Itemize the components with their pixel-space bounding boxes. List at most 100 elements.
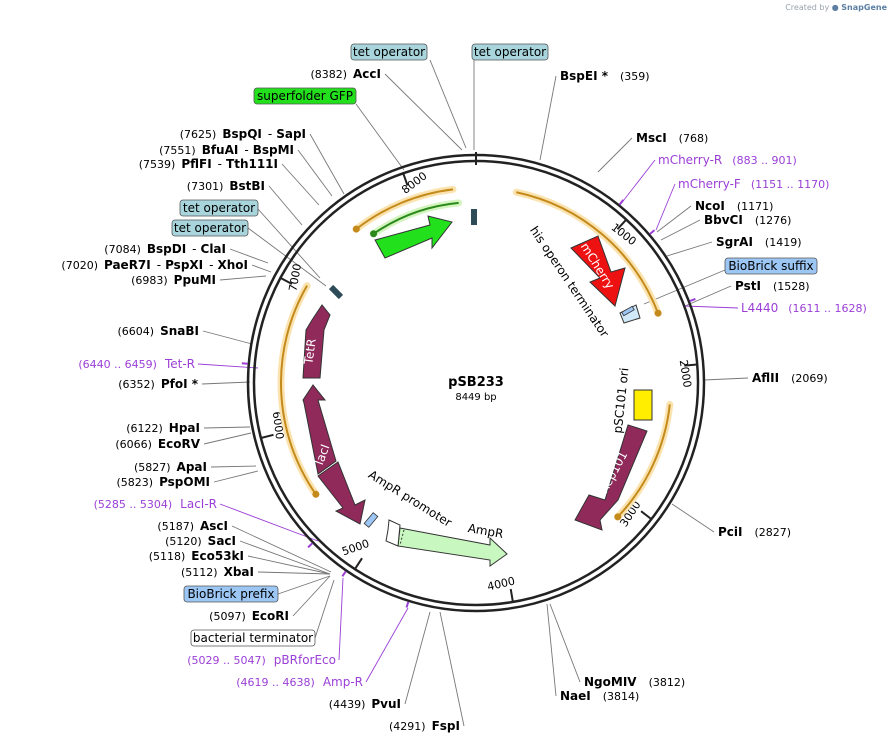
tetr-feature (302, 304, 331, 379)
primer-label-tet-r: (6440 .. 6459)Tet-R (78, 357, 195, 371)
site-label-ncoi: NcoI(1171) (695, 199, 773, 213)
tetr-label: TetR (301, 338, 319, 366)
leader-line-tet-op-4 (257, 208, 321, 279)
feature-box-tet-op-1: tet operator (350, 43, 428, 61)
site-label-pcii: PciI(2827) (718, 525, 791, 539)
tick-mark (402, 172, 409, 186)
leader-line-bstbi (268, 185, 303, 226)
amp-r-mark (405, 601, 410, 608)
feature-box-biobrick-suffix: BioBrick suffix (724, 257, 818, 275)
leader-line-tth (281, 163, 320, 206)
leader-line-eco53ki (247, 555, 331, 575)
feature-box-bact-term: bacterial terminator (190, 629, 316, 647)
site-label-bspei: BspEI *(359) (560, 69, 650, 83)
site-label-asci: (5187)AscI (157, 519, 228, 533)
rep101-feature (574, 424, 648, 531)
laci-tetr-orf-arrow (277, 282, 320, 498)
leader-line-sgrai (666, 241, 713, 257)
leader-line-aflii (703, 377, 749, 381)
features (241, 199, 696, 608)
site-label-xhoi: (7020)PaeR7I-PspXI-XhoI (61, 258, 248, 272)
tet-operator-block-top (471, 209, 477, 225)
ampr-feature (397, 527, 508, 567)
site-label-ngomiv: NgoMIV(3812) (584, 675, 685, 689)
tick-label: 7000 (286, 263, 304, 293)
leader-line-fspi (439, 611, 465, 727)
feature-box-biobrick-prefix: BioBrick prefix (183, 585, 279, 603)
leader-line-apai (210, 465, 257, 468)
site-label-naei: NaeI(3814) (560, 689, 639, 703)
tick-mark (509, 588, 514, 603)
leader-line-mcherry-r (619, 159, 656, 206)
site-label-eco53ki: (5118)Eco53kI (149, 549, 244, 563)
site-label-fspi: (4291)FspI (389, 719, 460, 733)
laci-label: lacI (312, 442, 332, 466)
l4440-mark (689, 297, 696, 302)
ampr-promoter-label: AmpR promoter (366, 467, 454, 529)
svg-text:tet operator: tet operator (174, 221, 246, 235)
tick-mark (354, 557, 363, 570)
site-label-saci: (5120)SacI (165, 534, 236, 548)
site-label-acci: (8382)AccI (310, 67, 381, 81)
ampr-signal-divider (399, 529, 405, 546)
ampr-label: AmpR (467, 521, 505, 541)
leader-line-hpai (203, 426, 251, 429)
svg-text:superfolder GFP: superfolder GFP (257, 89, 353, 103)
leader-line-xhoi (251, 264, 272, 273)
leader-line-l4440 (683, 305, 739, 309)
leader-line-sapi (309, 133, 345, 195)
psc101-ori-feature (633, 389, 653, 421)
leader-line-acci (384, 73, 463, 151)
primer-label-pbrforeco: (5029 .. 5047)pBRforEco (187, 653, 336, 667)
mcherry-r-mark (618, 199, 625, 206)
site-label-snabi: (6604)SnaBI (118, 324, 199, 338)
leader-line-msci (597, 137, 633, 173)
site-label-xbai: (5112)XbaI (181, 565, 254, 579)
snapgene-logo-icon: ● (831, 3, 839, 12)
mcherry-orf-arrow (512, 188, 662, 317)
leader-line-bspei (539, 75, 557, 161)
primer-label-l4440: L4440(1611 .. 1628) (741, 301, 867, 315)
svg-text:bacterial terminator: bacterial terminator (193, 631, 313, 645)
mcherry-f-mark (649, 229, 656, 235)
site-label-clai: (7084)BspDI-ClaI (104, 242, 226, 256)
primer-label-amp-r: (4619 .. 4638)Amp-R (236, 675, 363, 689)
leader-line-amp-r (365, 607, 409, 683)
site-label-pfoi: (6352)PfoI * (118, 377, 198, 391)
site-label-pvui: (4439)PvuI (329, 697, 401, 711)
tick-mark (616, 218, 628, 230)
leader-line-pfoi (201, 381, 251, 385)
gfp-feature (374, 215, 453, 259)
svg-text:tet operator: tet operator (474, 45, 546, 59)
site-label-ecorv: (6066)EcoRV (115, 437, 200, 451)
leader-line-psti (684, 285, 732, 307)
site-label-ecori: (5097)EcoRI (209, 609, 289, 623)
plasmid-name: pSB233 (448, 375, 504, 390)
leader-line-bbvci (660, 219, 701, 241)
psc101-ori-label: pSC101 ori (611, 367, 632, 434)
leader-line-pcii (671, 503, 715, 533)
site-label-pspomi: (5823)PspOMI (116, 475, 210, 489)
leader-line-saci (239, 540, 331, 575)
site-label-ppumi: (6983)PpuMI (131, 273, 216, 287)
leader-line-biobrick-suffix (643, 269, 726, 305)
primer-label-laci-r: (5285 .. 5304)LacI-R (94, 497, 217, 511)
biobrick-suffix-block (621, 305, 635, 317)
laci-arrowhead (302, 384, 337, 475)
tick-mark (640, 510, 652, 520)
svg-text:BioBrick prefix: BioBrick prefix (187, 587, 274, 601)
svg-text:tet operator: tet operator (353, 45, 425, 59)
leader-line-ncoi (656, 205, 692, 233)
tick-mark (279, 277, 293, 285)
biobrick-prefix-block (363, 512, 379, 528)
site-label-bbvci: BbvCI(1276) (704, 213, 791, 227)
primer-label-mcherry-f: mCherry-F(1151 .. 1170) (678, 177, 829, 191)
leader-line-clai (229, 248, 269, 264)
leader-line-tet-op-1 (429, 59, 467, 149)
leader-line-ecori (292, 575, 331, 617)
laci-r-mark (307, 542, 314, 549)
site-label-sgrai: SgrAI(1419) (716, 235, 801, 249)
snapgene-credit: Created by ● SnapGene (785, 3, 887, 12)
tick-label: 2000 (677, 359, 694, 389)
